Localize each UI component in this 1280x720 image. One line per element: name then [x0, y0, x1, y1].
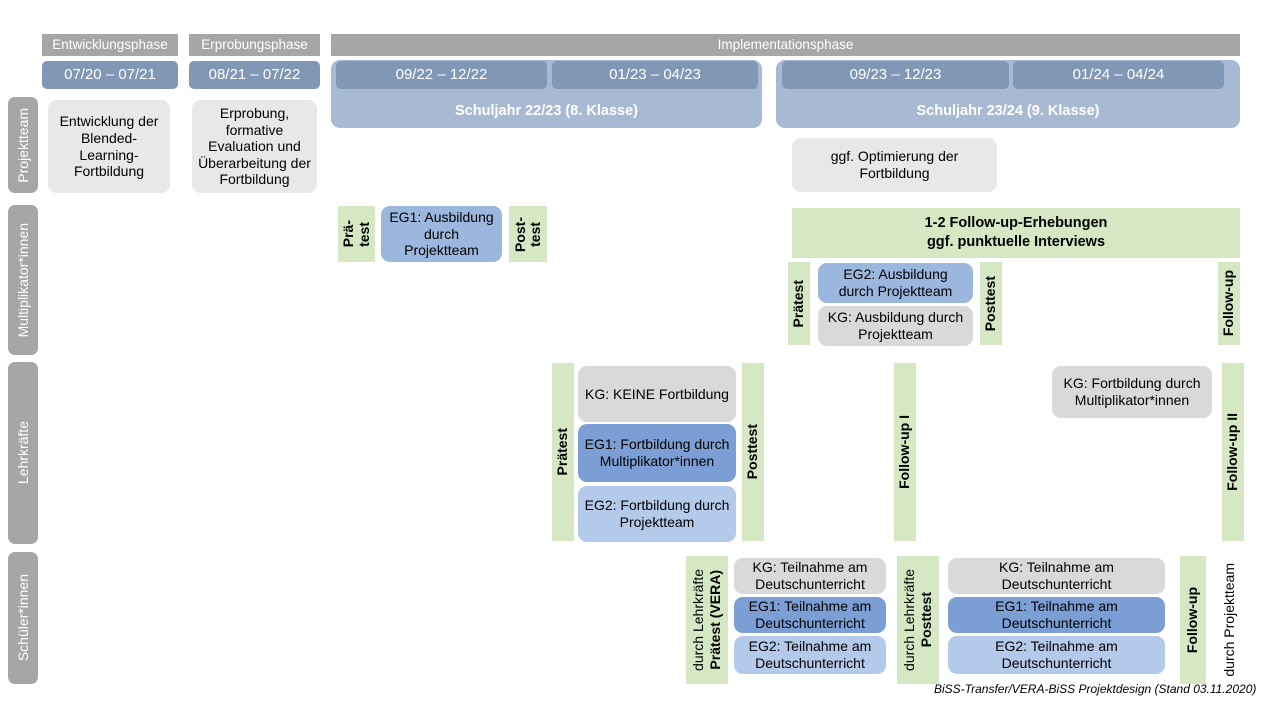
period-label: 01/23 – 04/23	[609, 66, 701, 84]
card-label: EG1: Teilnahme am Deutschunterricht	[748, 598, 872, 631]
measure-posttest-multiplikator-left: Post- test	[509, 206, 547, 262]
praetest-line1: Prä-	[340, 220, 357, 248]
posttest-label: Posttest	[744, 424, 761, 480]
actor-text: Schüler*innen	[14, 574, 31, 662]
card-label: EG1: Teilnahme am Deutschunterricht	[995, 598, 1118, 631]
card-label: KG: KEINE Fortbildung	[585, 385, 729, 402]
card-label: Entwicklung der Blended-Learning-Fortbil…	[59, 113, 159, 180]
phase-label: Erprobungsphase	[201, 37, 308, 53]
period-label: 09/23 – 12/23	[849, 66, 942, 84]
card-eg2-ausbildung-projektteam: EG2: Ausbildung durch Projektteam	[818, 263, 973, 303]
posttest-line2: test	[527, 221, 543, 247]
phase-label: Implementationsphase	[717, 37, 854, 53]
followup-label: Follow-up I	[896, 415, 913, 489]
banner-line2: ggf. punktuelle Interviews	[926, 234, 1106, 250]
followup-label: Follow-up II	[1224, 413, 1241, 491]
period-label: 09/22 – 12/22	[395, 66, 488, 84]
actor-label-lehrkraefte: Lehrkräfte	[8, 362, 38, 544]
measure-posttest-lehrkraefte: Posttest	[742, 363, 764, 541]
card-label: KG: Teilnahme am Deutschunterricht	[752, 559, 868, 592]
banner-followup-erhebungen: 1-2 Follow-up-Erhebungen ggf. punktuelle…	[792, 208, 1240, 258]
card-eg2-teilnahme-deutschunterricht-left: EG2: Teilnahme am Deutschunterricht	[734, 636, 886, 674]
card-kg-keine-fortbildung: KG: KEINE Fortbildung	[578, 366, 736, 422]
card-label: KG: Ausbildung durch Projektteam	[827, 309, 964, 342]
actor-text: Projektteam	[14, 107, 31, 183]
card-label: EG2: Fortbildung durch Projektteam	[584, 497, 730, 530]
period-chip-0123-0423: 01/23 – 04/23	[552, 61, 758, 89]
card-label: EG1: Fortbildung durch Multiplikator*inn…	[584, 436, 730, 469]
card-label: ggf. Optimierung der Fortbildung	[830, 148, 959, 181]
card-kg-teilnahme-deutschunterricht-right: KG: Teilnahme am Deutschunterricht	[948, 558, 1165, 594]
footer-note: BiSS-Transfer/VERA-BiSS Projektdesign (S…	[934, 682, 1257, 696]
period-label: 01/24 – 04/24	[1072, 66, 1165, 84]
measure-praetest-multiplikator-left: Prä- test	[338, 206, 375, 262]
actor-label-multiplikatorinnen: Multiplikator*innen	[8, 205, 38, 355]
card-label: KG: Teilnahme am Deutschunterricht	[999, 559, 1114, 592]
card-label: EG2: Ausbildung durch Projektteam	[838, 266, 953, 299]
card-kg-fortbildung-multiplikatorinnen: KG: Fortbildung durch Multiplikator*inne…	[1052, 366, 1212, 418]
praetest-label: Prätest	[790, 279, 807, 328]
phase-bar-entwicklungsphase: Entwicklungsphase	[42, 34, 178, 56]
posttest-label: Posttest	[982, 275, 999, 332]
phase-label: Entwicklungsphase	[52, 37, 168, 53]
card-eg2-teilnahme-deutschunterricht-right: EG2: Teilnahme am Deutschunterricht	[948, 636, 1165, 674]
school-year-label: Schuljahr 23/24 (9. Klasse)	[916, 102, 1100, 119]
posttest-sub: durch Lehrkräfte	[901, 569, 918, 671]
measure-posttest-schueler: Posttest durch Lehrkräfte	[897, 556, 939, 684]
posttest-line1: Post-	[511, 216, 528, 252]
praetest-label: Prätest	[554, 428, 571, 476]
card-kg-ausbildung-projektteam: KG: Ausbildung durch Projektteam	[818, 306, 973, 346]
period-chip-0720-0721: 07/20 – 07/21	[42, 61, 178, 89]
card-label: EG2: Teilnahme am Deutschunterricht	[748, 638, 872, 671]
praetest-line2: test	[355, 221, 372, 247]
card-eg2-fortbildung-projektteam: EG2: Fortbildung durch Projektteam	[578, 486, 736, 542]
card-label: Erprobung, formative Evaluation und Über…	[198, 105, 311, 188]
card-entwicklung-blended-learning: Entwicklung der Blended-Learning-Fortbil…	[48, 100, 170, 193]
measure-followup-schueler: Follow-up	[1180, 556, 1206, 684]
card-label: EG1: Ausbildung durch Projektteam	[389, 209, 494, 259]
measure-followup-schueler-sub: durch Projektteam	[1206, 556, 1254, 684]
actor-label-projektteam: Projektteam	[8, 97, 38, 193]
card-erprobung-evaluation: Erprobung, formative Evaluation und Über…	[192, 100, 317, 193]
actor-text: Lehrkräfte	[14, 421, 31, 485]
card-eg1-ausbildung-projektteam: EG1: Ausbildung durch Projektteam	[381, 206, 502, 262]
praetest-vera-main: Prätest (VERA)	[706, 570, 723, 670]
measure-praetest-vera-schueler: Prätest (VERA) durch Lehrkräfte	[686, 556, 728, 684]
measure-followup-multiplikator: Follow-up	[1218, 262, 1240, 345]
card-eg1-fortbildung-multiplikatorinnen: EG1: Fortbildung durch Multiplikator*inn…	[578, 424, 736, 482]
card-label: KG: Fortbildung durch Multiplikator*inne…	[1063, 375, 1201, 408]
card-kg-teilnahme-deutschunterricht-left: KG: Teilnahme am Deutschunterricht	[734, 558, 886, 594]
followup-label: Follow-up	[1220, 270, 1237, 337]
measure-followup-1-lehrkraefte: Follow-up I	[894, 363, 916, 541]
period-label: 07/20 – 07/21	[64, 66, 156, 84]
card-ggf-optimierung: ggf. Optimierung der Fortbildung	[792, 138, 997, 192]
period-chip-0821-0722: 08/21 – 07/22	[189, 61, 320, 89]
measure-posttest-multiplikator-right: Posttest	[980, 262, 1002, 345]
followup-sub: durch Projektteam	[1221, 563, 1238, 677]
phase-bar-erprobungsphase: Erprobungsphase	[189, 34, 320, 56]
phase-bar-implementationsphase: Implementationsphase	[331, 34, 1240, 56]
banner-line1: 1-2 Follow-up-Erhebungen	[924, 215, 1108, 232]
card-eg1-teilnahme-deutschunterricht-right: EG1: Teilnahme am Deutschunterricht	[948, 597, 1165, 633]
followup-main: Follow-up	[1184, 586, 1201, 654]
measure-followup-2-lehrkraefte: Follow-up II	[1222, 363, 1244, 541]
actor-label-schuelerinnen: Schüler*innen	[8, 552, 38, 684]
period-chip-0124-0424: 01/24 – 04/24	[1013, 61, 1224, 89]
period-label: 08/21 – 07/22	[208, 66, 301, 84]
measure-praetest-lehrkraefte: Prätest	[552, 363, 574, 541]
period-chip-0922-1222: 09/22 – 12/22	[336, 61, 547, 89]
measure-praetest-multiplikator-right: Prätest	[788, 262, 810, 345]
period-chip-0923-1223: 09/23 – 12/23	[782, 61, 1009, 89]
card-label: EG2: Teilnahme am Deutschunterricht	[995, 638, 1118, 671]
praetest-vera-sub: durch Lehrkräfte	[690, 569, 707, 671]
card-eg1-teilnahme-deutschunterricht-left: EG1: Teilnahme am Deutschunterricht	[734, 597, 886, 633]
actor-text: Multiplikator*innen	[14, 222, 31, 338]
school-year-label: Schuljahr 22/23 (8. Klasse)	[455, 102, 638, 119]
posttest-main: Posttest	[917, 592, 934, 648]
